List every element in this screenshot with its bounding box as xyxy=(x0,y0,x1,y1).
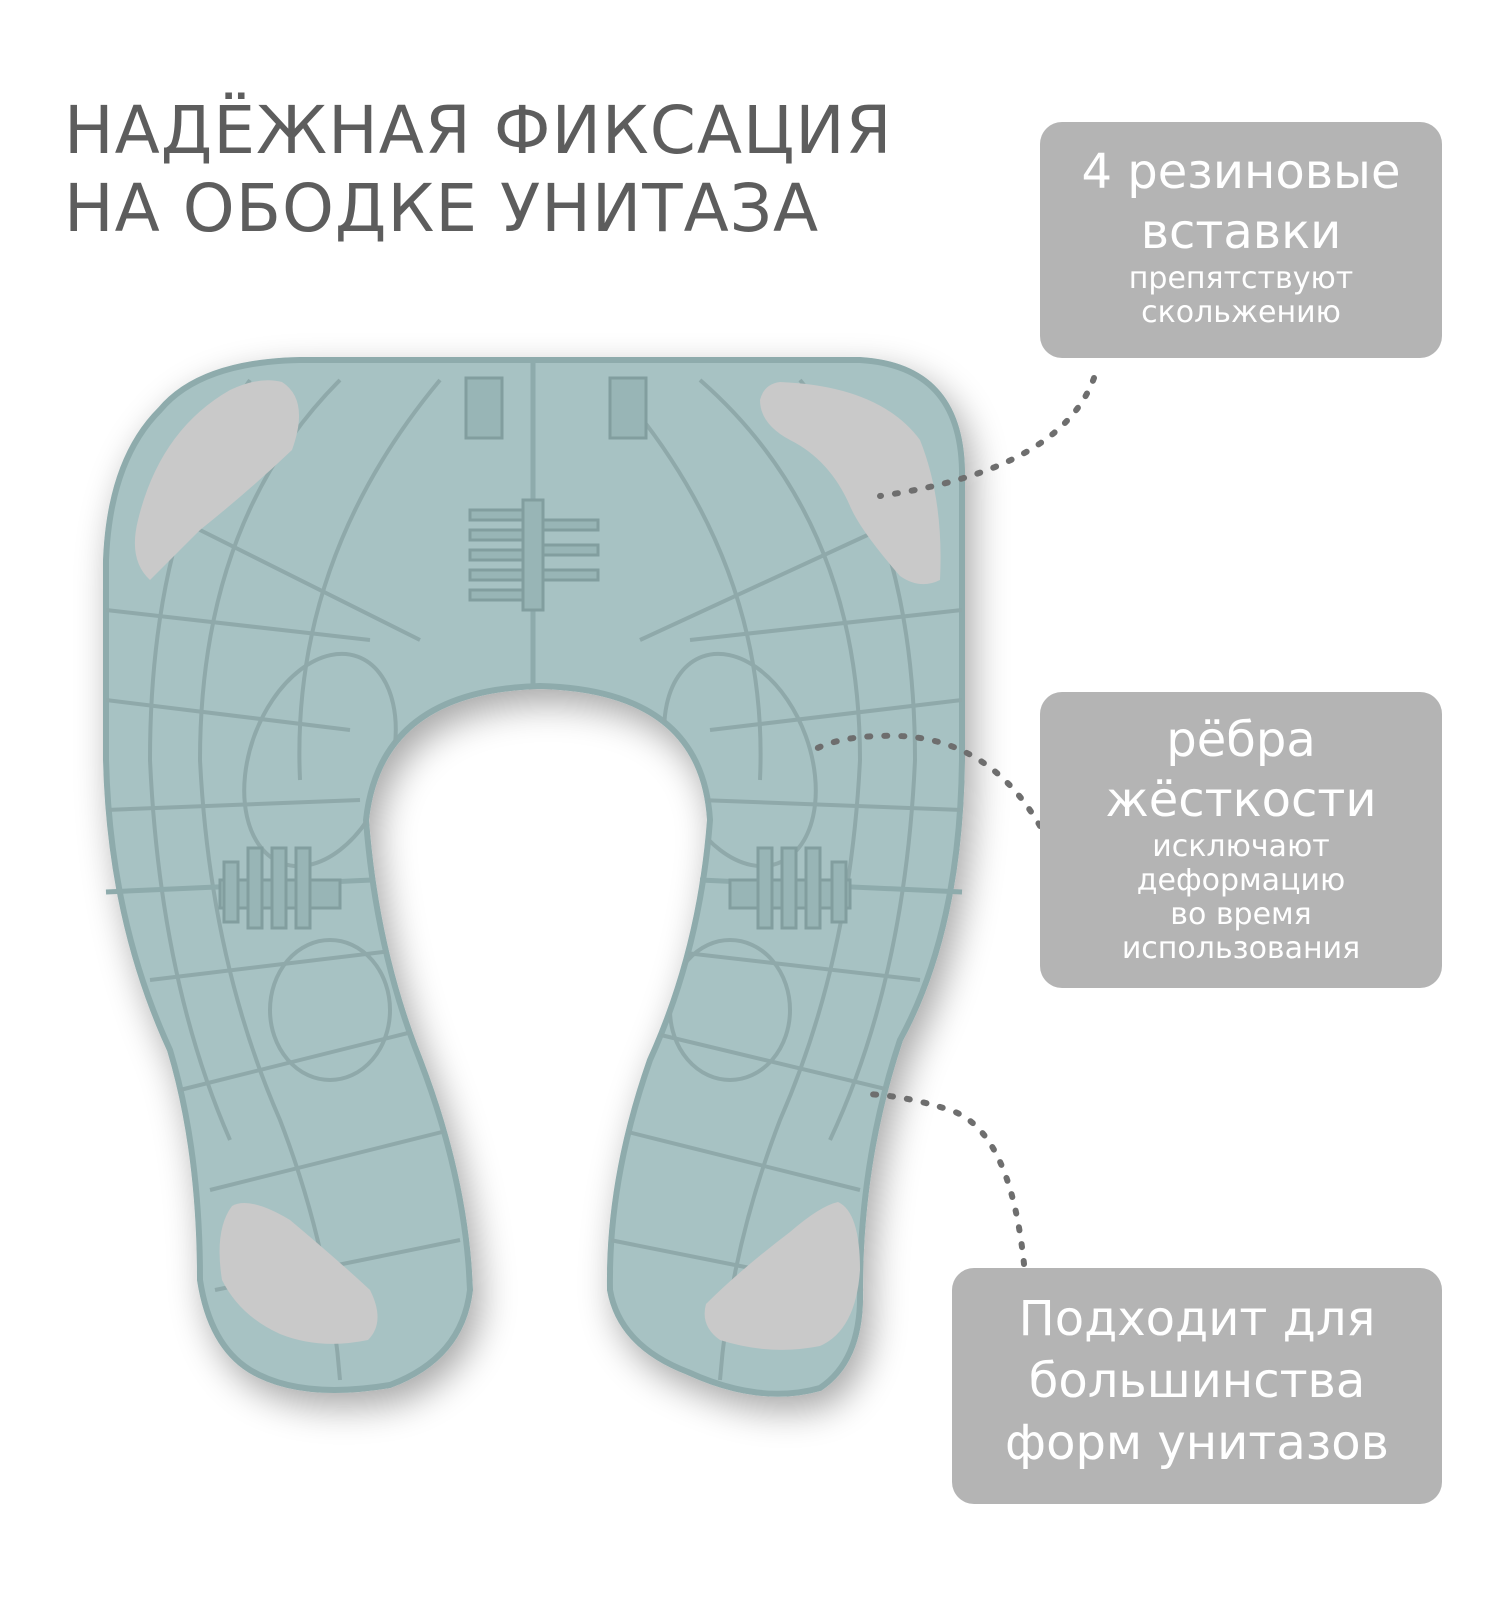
callout-fits-head-3: форм унитазов xyxy=(1005,1415,1389,1471)
page-title: НАДЁЖНАЯ ФИКСАЦИЯ НА ОБОДКЕ УНИТАЗА xyxy=(64,92,964,248)
callout-ribs-head-1: рёбра xyxy=(1166,712,1316,768)
callout-ribs-sub-1: исключают xyxy=(1152,829,1330,864)
callout-rubber-pads-head-2: вставки xyxy=(1140,204,1342,260)
rubber-pad-bottom-right xyxy=(704,1202,860,1350)
callout-stiffening-ribs: рёбра жёсткости исключают деформацию во … xyxy=(1040,692,1442,988)
callout-ribs-sub-2: деформацию xyxy=(1136,863,1346,898)
page-title-line-2: НА ОБОДКЕ УНИТАЗА xyxy=(64,170,820,247)
callout-fits-head-2: большинства xyxy=(1028,1353,1366,1409)
page-title-line-1: НАДЁЖНАЯ ФИКСАЦИЯ xyxy=(64,92,893,169)
leader-lines xyxy=(807,375,1097,1267)
callout-rubber-pads-sub-1: препятствуют xyxy=(1128,261,1354,296)
leader-line-pads xyxy=(877,375,1097,499)
callout-ribs-sub-3: во время xyxy=(1170,897,1312,932)
callout-ribs-sub-4: использования xyxy=(1121,931,1361,966)
rubber-pad-top-right xyxy=(760,382,941,585)
leader-line-shapes xyxy=(857,1091,1027,1267)
rubber-pad-top-left xyxy=(134,380,300,580)
leader-line-ribs xyxy=(807,732,1043,829)
callout-fits-head-1: Подходит для xyxy=(1018,1291,1376,1347)
hinge-top xyxy=(464,376,648,612)
callout-ribs-head-2: жёсткости xyxy=(1105,772,1377,828)
hinge-right xyxy=(728,846,852,930)
callout-rubber-pads-head-1: 4 резиновые xyxy=(1081,144,1401,200)
rubber-pads xyxy=(134,380,941,1350)
callout-fits-most-toilets: Подходит для большинства форм унитазов xyxy=(952,1268,1442,1504)
seat-body xyxy=(103,357,965,1397)
rubber-pad-bottom-left xyxy=(219,1203,378,1344)
stiffening-ribs xyxy=(106,378,962,1381)
hinge-left xyxy=(218,846,342,930)
callout-rubber-pads-sub-2: скольжению xyxy=(1141,295,1341,330)
callout-rubber-pads: 4 резиновые вставки препятствуют скольже… xyxy=(1040,122,1442,358)
